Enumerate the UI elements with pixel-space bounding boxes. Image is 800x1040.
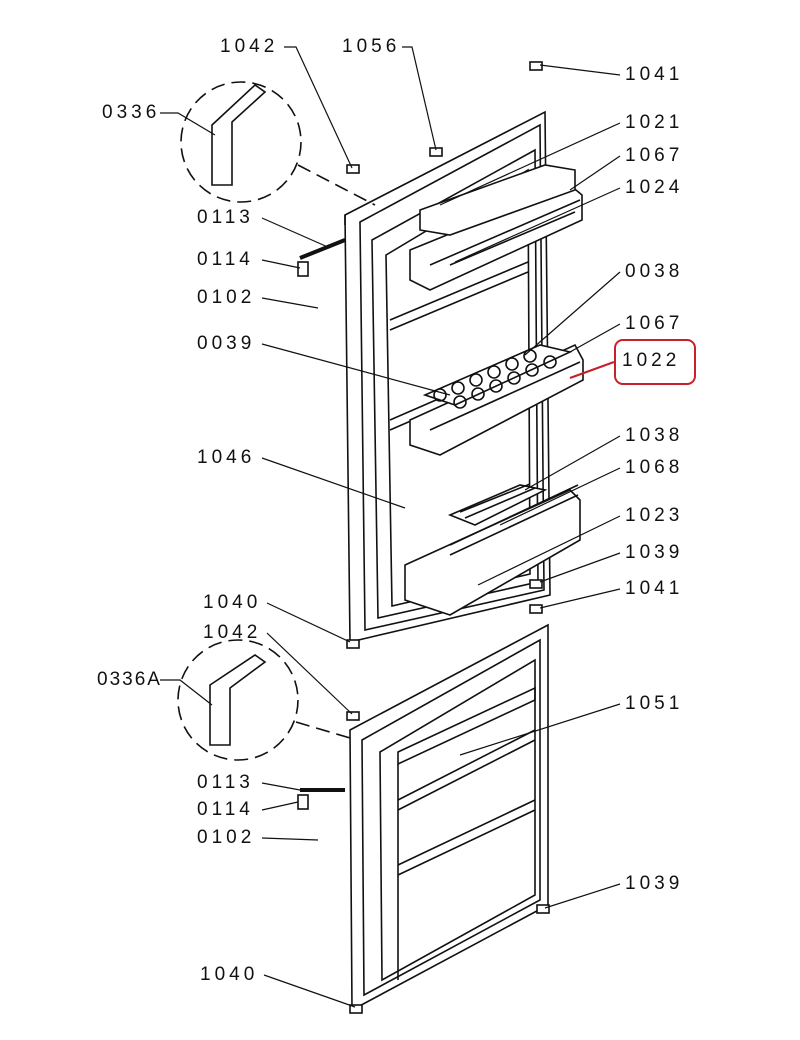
part-label[interactable]: 1040	[200, 964, 259, 985]
part-label[interactable]: 0102	[197, 827, 256, 848]
gasket-detail-upper	[180, 81, 376, 206]
part-label[interactable]: 1041	[625, 578, 684, 599]
bottom-door-shelf	[404, 483, 581, 616]
part-label[interactable]: 1046	[197, 447, 256, 468]
part-label[interactable]: 0336	[102, 102, 161, 123]
part-label[interactable]: 1067	[625, 145, 684, 166]
part-label[interactable]: 0114	[197, 249, 254, 270]
part-label[interactable]: 1067	[625, 313, 684, 334]
part-label[interactable]: 1021	[625, 112, 684, 133]
part-label[interactable]: 0102	[197, 287, 256, 308]
egg-tray-shelf	[409, 343, 584, 456]
part-label[interactable]: 1023	[625, 505, 684, 526]
part-label[interactable]: 1040	[203, 592, 262, 613]
part-label[interactable]: 1051	[625, 693, 684, 714]
part-label[interactable]: 1068	[625, 457, 684, 478]
lower-door	[349, 623, 549, 1012]
part-label-highlighted[interactable]: 1022	[622, 350, 681, 371]
part-label[interactable]: 1041	[625, 64, 684, 85]
part-label[interactable]: 1039	[625, 873, 684, 894]
part-label[interactable]: 0039	[197, 333, 256, 354]
small-parts	[297, 61, 550, 1014]
gasket-detail-lower	[177, 639, 351, 761]
leader-lines	[160, 46, 621, 1008]
part-label[interactable]: 0114	[197, 799, 254, 820]
part-label[interactable]: 1039	[625, 542, 684, 563]
part-label[interactable]: 0113	[197, 772, 254, 793]
part-label[interactable]: 1038	[625, 425, 684, 446]
part-label[interactable]: 0113	[197, 207, 254, 228]
part-label[interactable]: 0336A	[97, 669, 162, 690]
highlight-box-1022	[614, 339, 696, 385]
upper-door-shelf	[409, 164, 583, 291]
part-label[interactable]: 1042	[220, 36, 279, 57]
part-label[interactable]: 0038	[625, 261, 684, 282]
part-label[interactable]: 1024	[625, 177, 684, 198]
part-label[interactable]: 1056	[342, 36, 401, 57]
part-label[interactable]: 1042	[203, 622, 262, 643]
